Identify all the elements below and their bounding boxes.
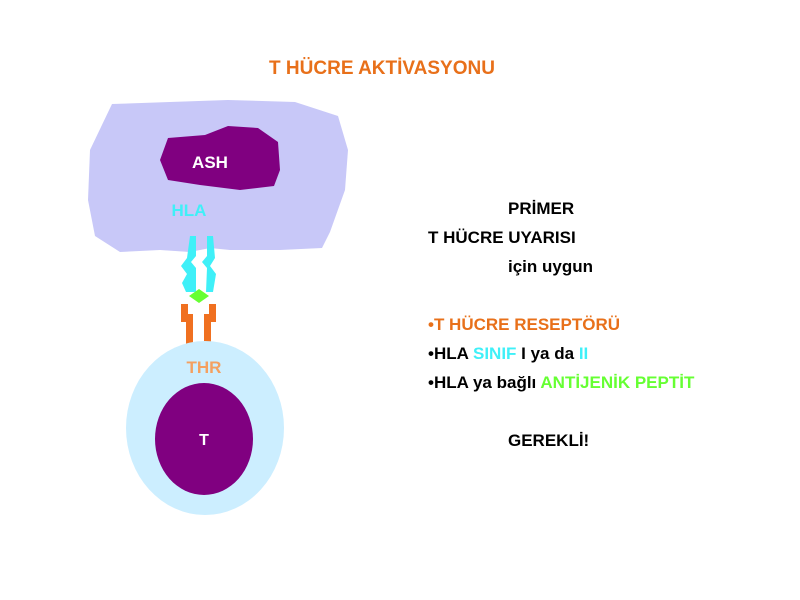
slide-title: T HÜCRE AKTİVASYONU xyxy=(269,58,495,79)
text-t-cell-stimulation: T HÜCRE UYARISI xyxy=(428,228,576,247)
text-suitable-for: için uygun xyxy=(508,257,593,276)
bullet-hla-class-word: SINIF xyxy=(472,344,517,363)
hla-molecule xyxy=(181,236,216,292)
text-required: GEREKLİ! xyxy=(508,431,590,450)
t-label: T xyxy=(199,432,209,449)
bullet-hla-class-one: I ya da xyxy=(516,344,579,363)
bullet-peptide-prefix: •HLA ya bağlı xyxy=(428,373,541,392)
ash-label: ASH xyxy=(192,153,228,172)
bullet-antigenic-peptide: •HLA ya bağlı ANTİJENİK PEPTİT xyxy=(428,373,694,393)
t-cell-nucleus xyxy=(155,383,253,495)
t-cell-receptor xyxy=(181,304,216,348)
bullet-t-cell-receptor: •T HÜCRE RESEPTÖRÜ xyxy=(428,315,621,334)
text-primer: PRİMER xyxy=(508,199,575,218)
apc-nucleus xyxy=(160,126,280,190)
bullet-hla-class: •HLA SINIF I ya da II xyxy=(428,344,588,364)
antigenic-peptide xyxy=(189,289,209,303)
thr-label: THR xyxy=(187,358,222,377)
bullet-hla-prefix: •HLA xyxy=(428,344,473,363)
bullet-hla-class-two: II xyxy=(578,344,589,363)
bullet-peptide-word: ANTİJENİK PEPTİT xyxy=(540,373,695,392)
hla-label: HLA xyxy=(172,201,207,220)
